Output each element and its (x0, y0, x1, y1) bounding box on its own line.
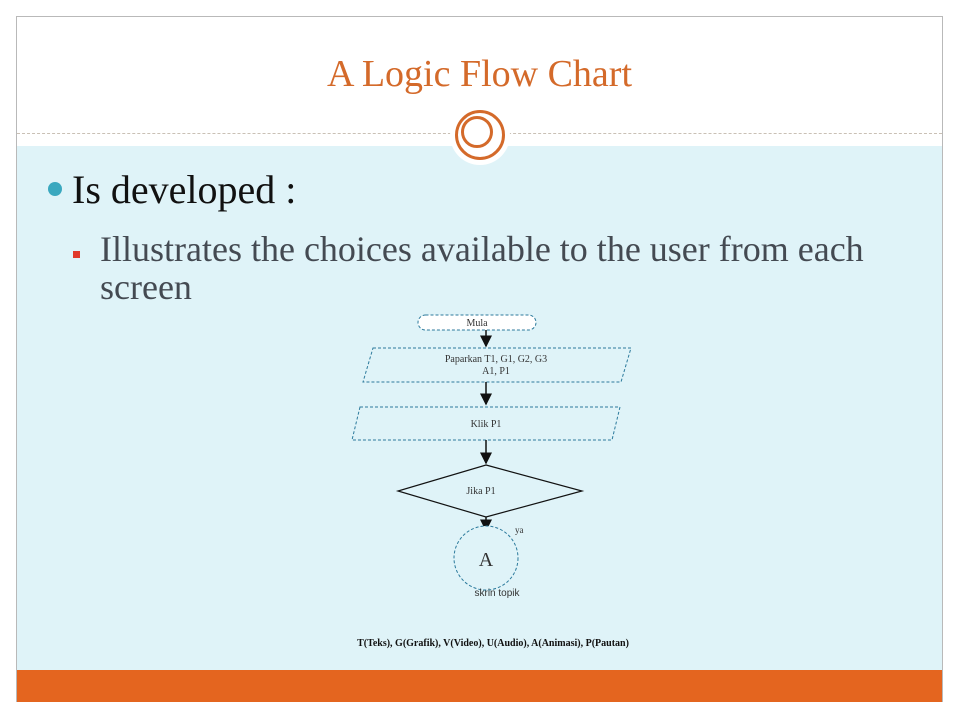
start-label: Mula (466, 318, 488, 329)
input-parallelogram (351, 406, 621, 441)
legend-text: T(Teks), G(Grafik), V(Video), U(Audio), … (357, 638, 629, 649)
display-label-line2: A1, P1 (482, 366, 510, 377)
bullet-main-text: Is developed : (72, 167, 297, 212)
decision-label: Jika P1 (466, 486, 495, 497)
decorative-ring-inner-icon (461, 116, 493, 148)
connector-circle (453, 525, 519, 591)
round-bullet-icon (48, 182, 62, 196)
footer-bar (17, 670, 942, 702)
display-label-line1: Paparkan T1, G1, G2, G3 (445, 354, 547, 365)
connector-caption: skrin topik (474, 588, 520, 599)
input-label: Klik P1 (471, 419, 502, 430)
yes-label: ya (515, 525, 524, 535)
square-bullet-icon (73, 251, 80, 258)
connector-label: A (479, 549, 494, 571)
bullet-sub-text: Illustrates the choices available to the… (100, 229, 864, 307)
display-parallelogram (362, 347, 632, 383)
start-terminator (417, 314, 537, 331)
slide-title: A Logic Flow Chart (326, 53, 633, 95)
